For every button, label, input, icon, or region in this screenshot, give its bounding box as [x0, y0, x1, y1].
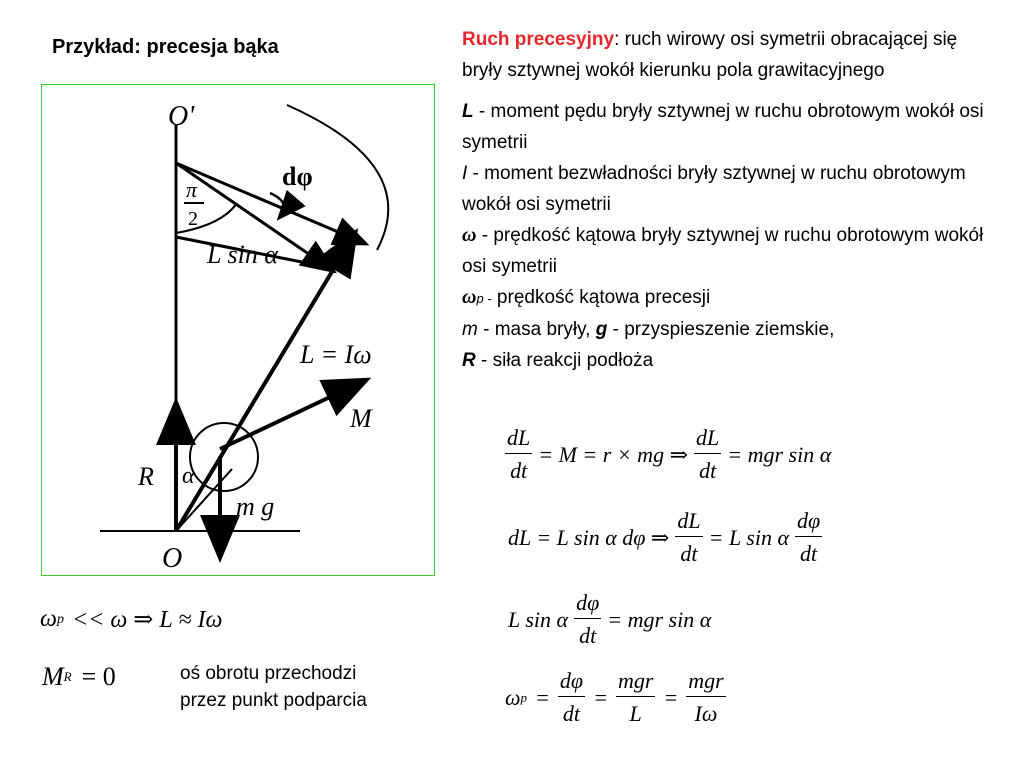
eq4-fraction-1: dφ dt [557, 668, 586, 727]
g-symbol: g [595, 319, 608, 340]
i-symbol: I [462, 163, 468, 184]
m-vector-label: M [349, 404, 373, 433]
ruch-label: Ruch precesyjny [462, 29, 615, 50]
g-text: - przyspieszenie ziemskie, [607, 319, 835, 340]
ruch-text: : ruch wirowy osi symetrii obracającej s… [462, 29, 958, 81]
m-definition: m - masa bryły, g - przyspieszenie ziems… [462, 314, 1002, 345]
eq6-sub: R [63, 669, 72, 684]
precession-diagram: O' O π 2 dφ L sin α M L = Iω R α [100, 101, 390, 574]
eq3-start: L sin α [508, 606, 569, 632]
omegap-text: prędkość kątowa precesji [491, 287, 711, 308]
note-line-2: przez punkt podparcia [180, 690, 367, 711]
eq6-m: M [42, 662, 64, 691]
slide-title: Przykład: precesja bąka [52, 36, 279, 58]
alpha-label: α [182, 463, 195, 489]
eq5-omega: ω [40, 606, 57, 632]
eq4-omega: ω [505, 684, 521, 710]
i-text: - moment bezwładności bryły sztywnej w r… [462, 163, 966, 215]
eq2-f1-den: dt [680, 541, 698, 566]
precession-arc [286, 104, 390, 251]
l-equals-label: L = Iω [299, 340, 372, 369]
precession-figure: O' O π 2 dφ L sin α M L = Iω R α [41, 84, 435, 576]
eq4-f3-den: Iω [694, 701, 718, 726]
right-angle-arc [175, 202, 238, 234]
eq1-lhs-den: dt [510, 458, 528, 483]
eq1-rhs-den: dt [699, 458, 717, 483]
l-definition: L - moment pędu bryły sztywnej w ruchu o… [462, 96, 1002, 158]
omegap-definition: ωp - prędkość kątowa precesji [462, 282, 1002, 314]
note-line-1: oś obrotu przechodzi [180, 663, 357, 684]
m-vector [219, 377, 372, 451]
eq4-f2-den: L [629, 701, 642, 726]
lsin-line [175, 235, 333, 270]
eq1-rhs-num: dL [694, 425, 722, 454]
eq3-end: = mgr sin α [607, 606, 712, 632]
ruch-definition: Ruch precesyjny: ruch wirowy osi symetri… [462, 24, 1002, 86]
eq2-start: dL = L sin α dφ ⇒ [508, 524, 670, 550]
eq2-f2-num: dφ [795, 508, 823, 537]
eq1-lhs-fraction: dL dt [505, 425, 533, 484]
eq4-equals-2: = [593, 684, 608, 710]
top-point-label: O' [168, 101, 195, 132]
eq4-equals-3: = [663, 684, 679, 710]
r-symbol: R [462, 350, 476, 371]
omegap-symbol: ω [462, 286, 477, 308]
eq1-lhs-num: dL [505, 425, 533, 454]
eq1-middle: = M = r × mg ⇒ [538, 441, 688, 467]
bottom-point-label: O [162, 543, 182, 574]
r-force-label: R [137, 462, 154, 491]
equation-2: dL = L sin α dφ ⇒ dL dt = L sin α dφ dt [508, 508, 823, 567]
i-definition: I - moment bezwładności bryły sztywnej w… [462, 158, 1002, 220]
eq4-f1-den: dt [562, 701, 581, 726]
eq3-fraction: dφ dt [574, 590, 602, 649]
description-block: Ruch precesyjny: ruch wirowy osi symetri… [462, 24, 1002, 376]
eq5-rest: << ω ⇒ L ≈ Iω [71, 607, 223, 633]
omega-text: - prędkość kątowa bryły sztywnej w ruchu… [462, 225, 984, 277]
m-symbol: m [462, 319, 478, 340]
l-symbol: L [462, 101, 474, 122]
dphi-arrow [269, 189, 306, 221]
eq2-f2-den: dt [800, 541, 818, 566]
omegap-sub: p - [476, 291, 492, 306]
eq4-f3-num: mgr [686, 668, 726, 697]
eq1-end: = mgr sin α [727, 441, 832, 467]
pi-numerator: π [186, 177, 198, 202]
eq6-rest: = 0 [81, 662, 116, 691]
m-text: - masa bryły, [477, 319, 596, 340]
radius-line-1 [175, 161, 370, 246]
eq2-fraction-1: dL dt [675, 508, 703, 567]
omega-definition: ω - prędkość kątowa bryły sztywnej w ruc… [462, 220, 1002, 282]
r-label: r [226, 518, 233, 535]
eq5-sub: p [56, 611, 64, 627]
eq3-den: dt [579, 623, 597, 648]
l-text: - moment pędu bryły sztywnej w ruchu obr… [462, 101, 984, 153]
top-body [189, 422, 259, 492]
radius-line-2 [175, 161, 337, 274]
r-text: - siła reakcji podłoża [475, 350, 654, 371]
eq3-num: dφ [574, 590, 602, 619]
r-line-b [175, 468, 215, 532]
mg-label: m g [236, 492, 274, 521]
eq2-middle: = L sin α [708, 524, 790, 550]
pi-denominator: 2 [188, 208, 198, 230]
equation-3: L sin α dφ dt = mgr sin α [508, 590, 711, 649]
eq4-sub: p [520, 689, 528, 705]
r-definition: R - siła reakcji podłoża [462, 345, 1002, 376]
eq2-fraction-2: dφ dt [795, 508, 823, 567]
eq1-rhs-fraction: dL dt [694, 425, 722, 484]
eq4-equals-1: = [535, 684, 550, 710]
dphi-label: dφ [282, 162, 313, 191]
omega-symbol: ω [462, 224, 477, 246]
eq4-f2-num: mgr [615, 668, 656, 697]
r-line-a [175, 468, 233, 532]
equation-1: dL dt = M = r × mg ⇒ dL dt = mgr sin α [505, 425, 831, 484]
axis-note: oś obrotu przechodzi przez punkt podparc… [180, 660, 367, 714]
eq2-f1-num: dL [675, 508, 703, 537]
eq4-f1-num: dφ [557, 668, 586, 697]
